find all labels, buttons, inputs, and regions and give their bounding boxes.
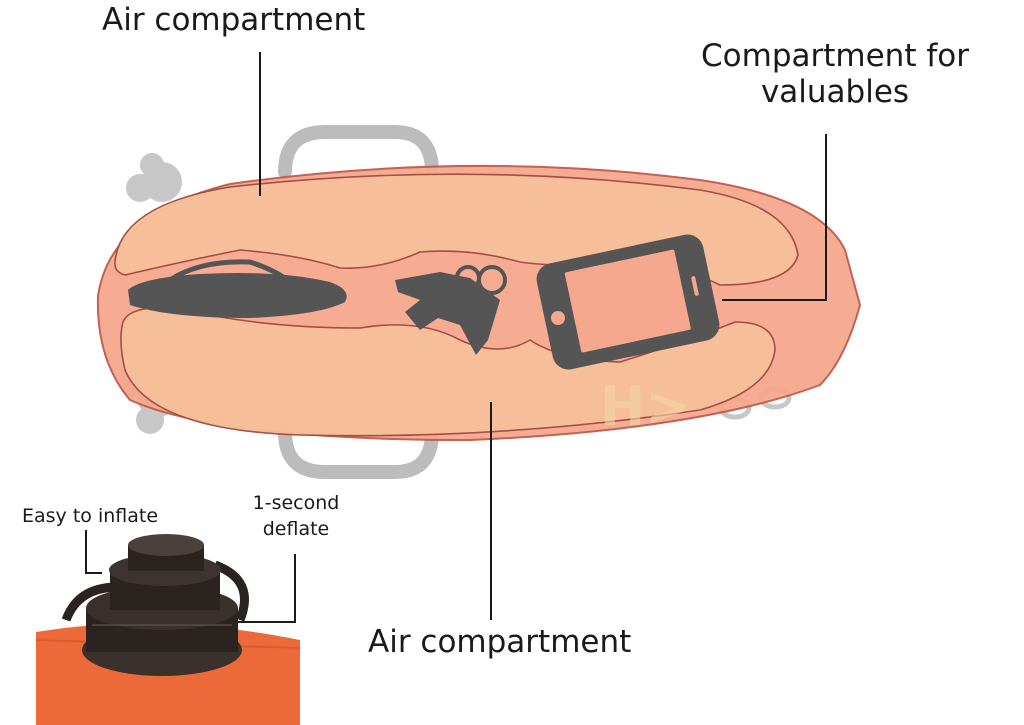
label-valuables-line2: valuables — [760, 74, 910, 110]
left-clip-top — [126, 153, 182, 202]
label-one-second-deflate: 1-second deflate — [240, 490, 352, 542]
leader-valuables — [722, 134, 827, 301]
label-air-compartment-bottom: Air compartment — [368, 624, 632, 660]
leader-inflate — [85, 530, 102, 574]
bottom-handle-icon — [278, 425, 439, 479]
bag-logo-mark: H> — [600, 375, 690, 438]
label-easy-to-inflate: Easy to inflate — [22, 505, 159, 527]
keys-icon — [395, 265, 507, 355]
label-air-compartment-top: Air compartment — [102, 2, 366, 38]
phone-icon — [536, 234, 720, 370]
label-deflate-line2: deflate — [262, 518, 330, 540]
label-valuables-compartment: Compartment for valuables — [690, 38, 980, 110]
top-handle-icon — [278, 125, 439, 179]
valve-photo-inset — [35, 534, 301, 725]
air-chamber-bottom — [120, 306, 776, 437]
label-deflate-line1: 1-second — [252, 492, 340, 514]
sandal-icon — [128, 259, 347, 318]
leader-deflate — [238, 554, 296, 623]
label-valuables-line1: Compartment for — [701, 38, 969, 74]
